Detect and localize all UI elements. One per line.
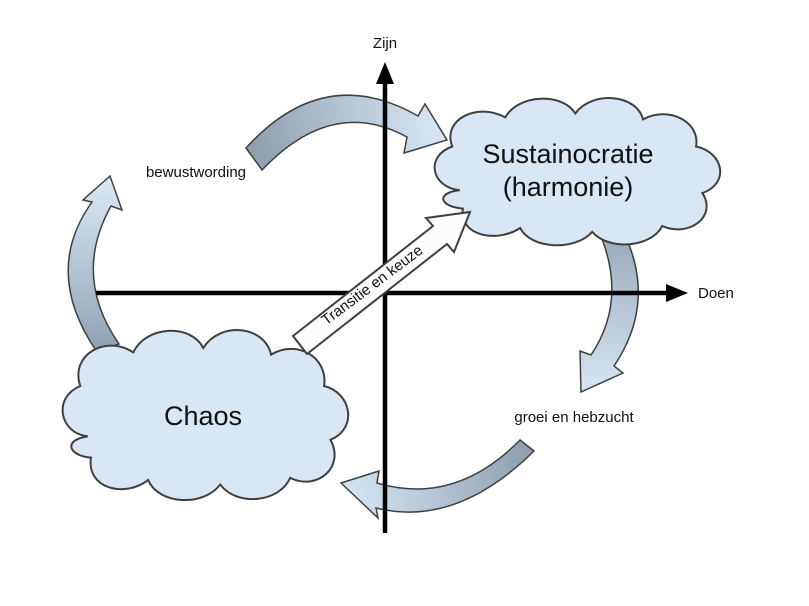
cycle-arrow-bottom	[339, 438, 536, 521]
transition-arrow-label: Transitie en keuze	[318, 242, 426, 329]
cycle-arrow-right	[579, 196, 639, 394]
greed-label: groei en hebzucht	[514, 409, 634, 426]
cycle-arrow-left	[67, 174, 124, 353]
transition-arrow: Transitie en keuze	[291, 210, 472, 356]
transition-arrow-shape	[293, 212, 470, 354]
horizontal-axis-arrowhead-icon	[666, 284, 688, 302]
cloud-chaos-title: Chaos	[164, 401, 242, 431]
vertical-axis-arrowhead-icon	[376, 62, 394, 84]
awareness-label: bewustwording	[146, 164, 246, 181]
transition-arrow-outline	[291, 210, 472, 356]
cycle-arrow-top	[245, 94, 449, 172]
cloud-chaos: Chaos	[61, 328, 350, 502]
cloud-sustainocratie: Sustainocratie (harmonie)	[433, 97, 722, 247]
vertical-axis-label: Zijn	[373, 35, 397, 52]
horizontal-axis-label: Doen	[698, 285, 734, 302]
vertical-axis: Zijn	[373, 35, 397, 533]
cloud-sustainocratie-title: Sustainocratie	[482, 139, 653, 169]
cloud-sustainocratie-subtitle: (harmonie)	[503, 172, 634, 202]
